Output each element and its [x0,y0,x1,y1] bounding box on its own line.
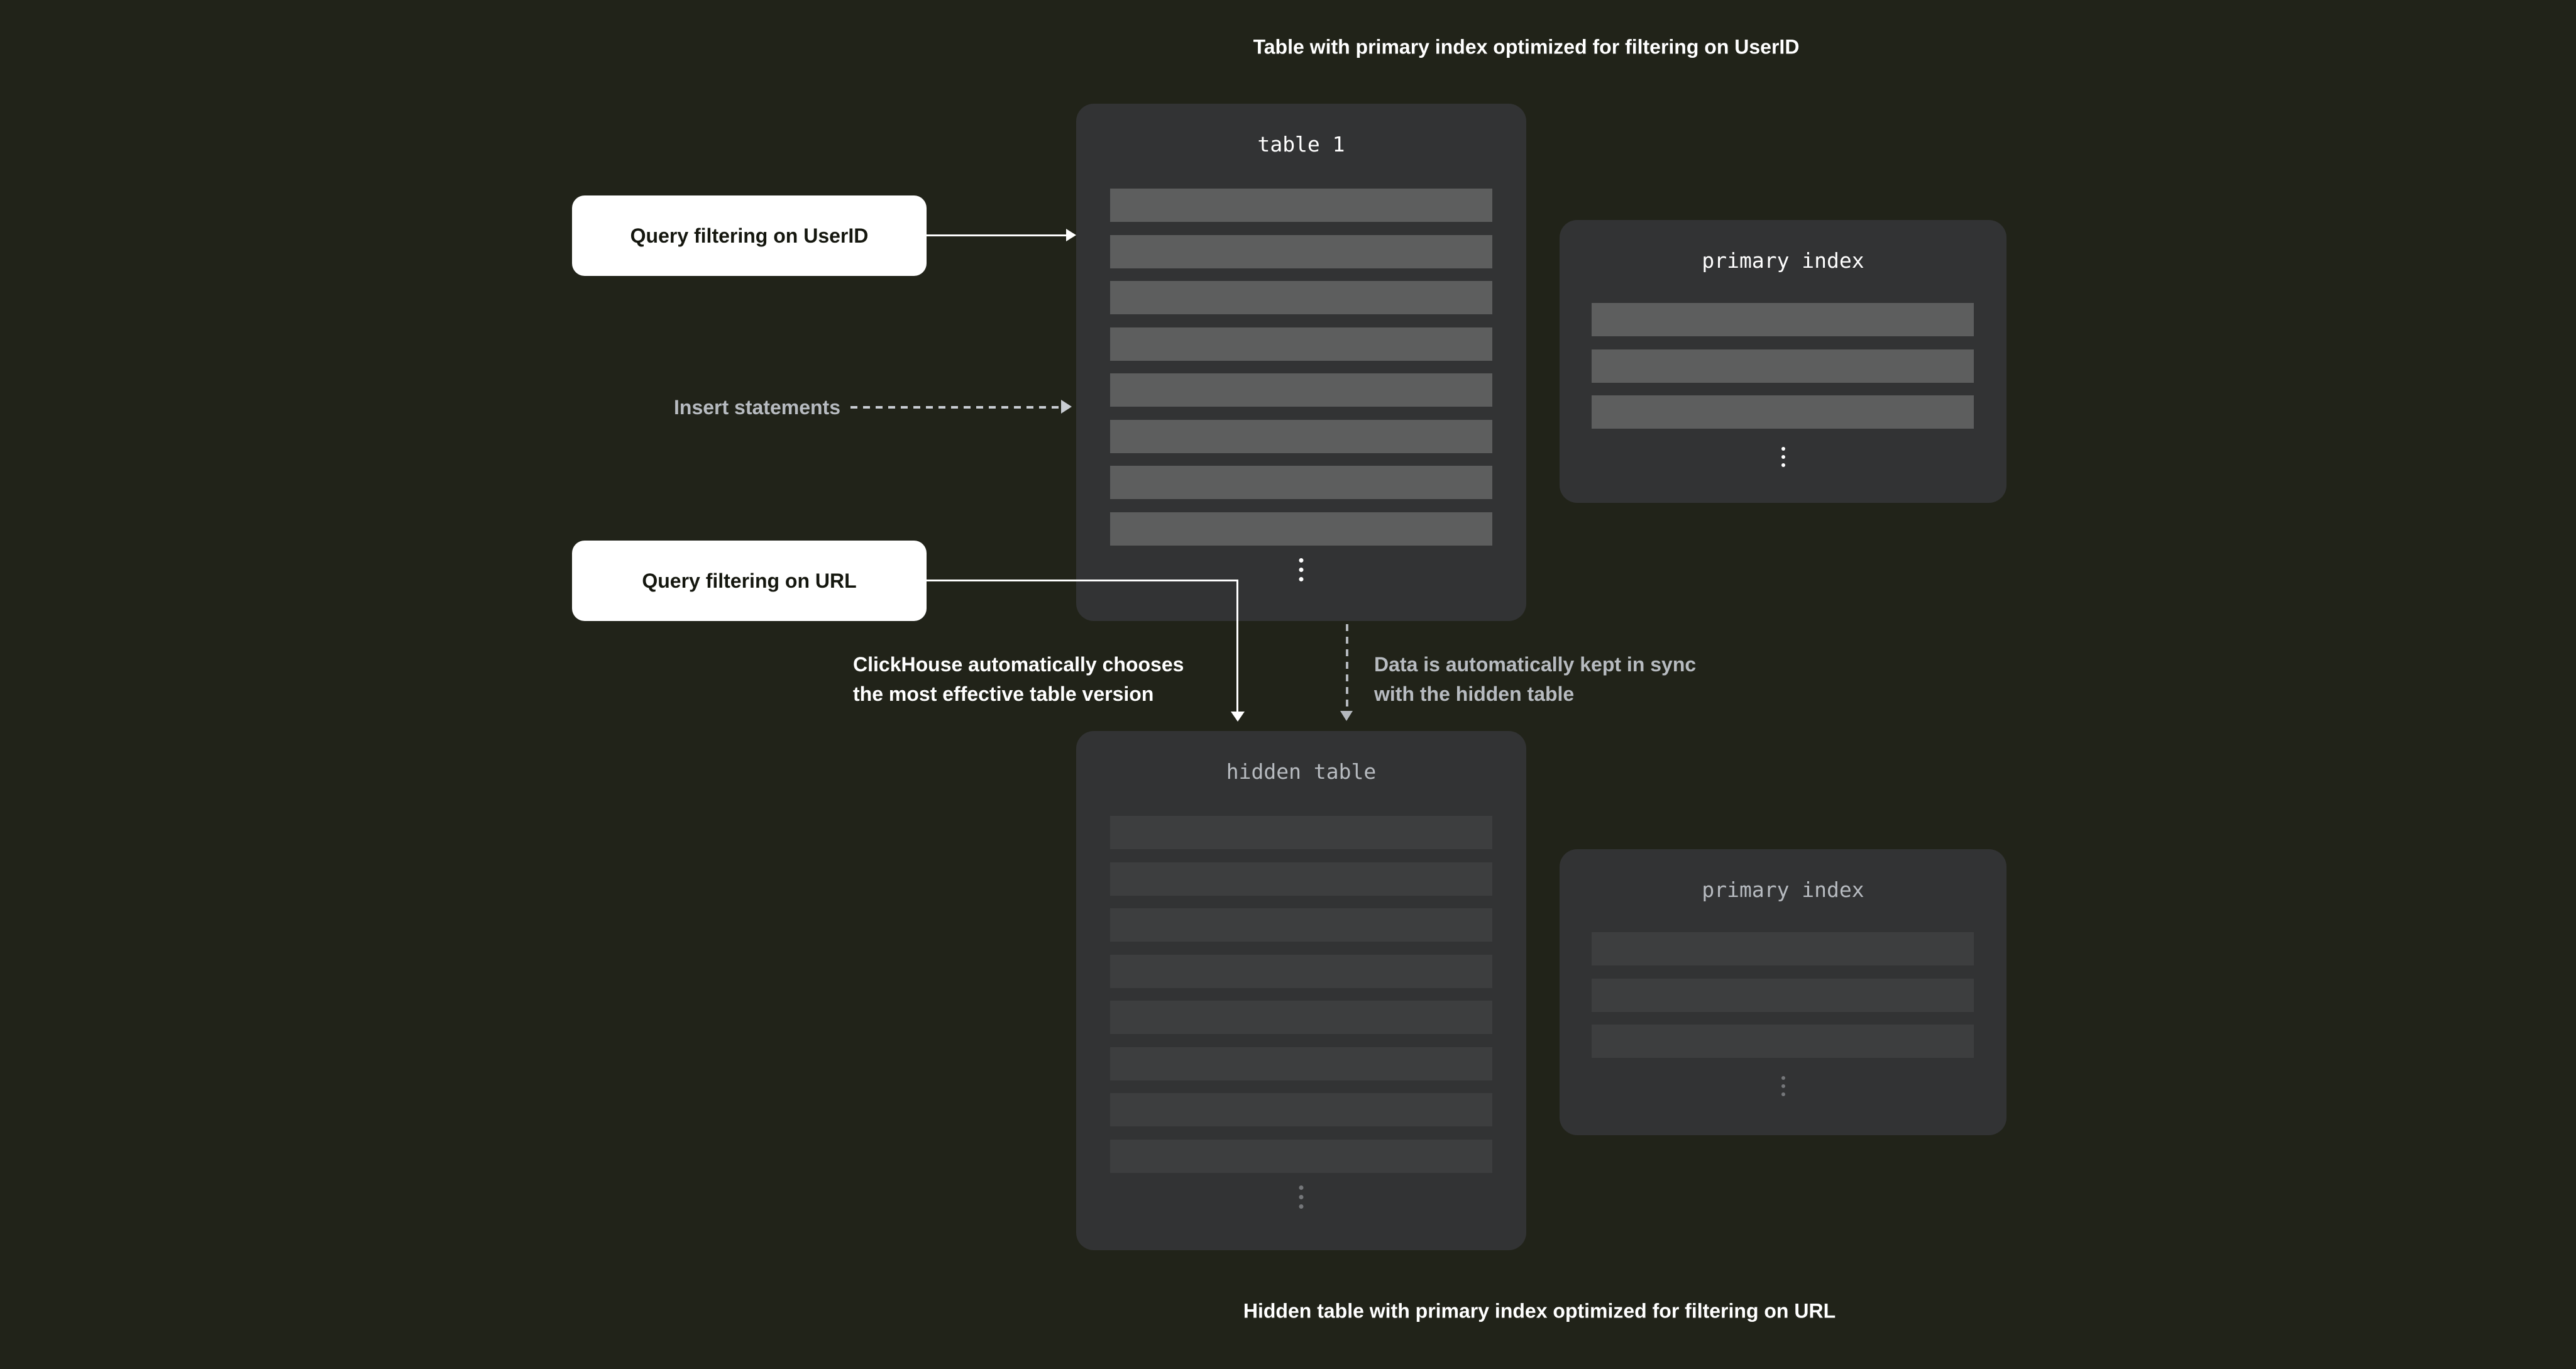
ellipsis-dot [1299,577,1304,581]
ellipsis-dot [1299,1185,1304,1190]
hidden-table-title: hidden table [1226,759,1377,784]
table1-title: table 1 [1257,132,1345,157]
chooses-label-line1: ClickHouse automatically chooses [853,653,1184,676]
sync-arrow-line [1346,624,1348,712]
query-url-arrow-vline [1236,580,1238,713]
ellipsis-dot [1781,463,1785,467]
ellipsis-icon [1299,558,1304,581]
primary-index-bottom-rows [1592,932,1974,1058]
table-row [1110,908,1492,942]
ellipsis-dot [1781,1084,1785,1088]
query-url-callout: Query filtering on URL [572,541,927,621]
primary-index-bottom-box: primary index [1560,849,2006,1135]
insert-statements-label: Insert statements [674,396,840,419]
query-url-label: Query filtering on URL [642,569,857,592]
hidden-table-box: hidden table [1076,731,1526,1250]
table-row [1592,303,1974,336]
table-row [1110,1139,1492,1173]
insert-statements-arrow-line [850,406,1063,409]
table-row [1110,1001,1492,1034]
table-row [1110,512,1492,546]
table-row [1592,395,1974,429]
caption-bottom: Hidden table with primary index optimize… [1243,1299,1836,1322]
table-row [1110,281,1492,314]
ellipsis-dot [1781,1092,1785,1096]
ellipsis-dot [1299,1204,1304,1209]
table-row [1110,419,1492,453]
table-row [1110,862,1492,896]
table1-rows [1110,189,1492,546]
table-row [1110,373,1492,407]
table-row [1592,1025,1974,1058]
table-row [1110,327,1492,361]
query-userid-arrowhead-icon [1066,229,1076,241]
ellipsis-dot [1299,568,1304,572]
table1-box: table 1 [1076,104,1526,621]
insert-statements-arrowhead-icon [1061,400,1072,414]
table-row [1592,932,1974,965]
chooses-label-line2: the most effective table version [853,683,1154,705]
table-row [1110,1093,1492,1126]
ellipsis-dot [1299,1195,1304,1199]
primary-index-top-title: primary index [1702,248,1864,273]
primary-index-top-box: primary index [1560,220,2006,503]
sync-arrowhead-icon [1340,711,1353,721]
table-row [1592,349,1974,383]
table-row [1110,189,1492,222]
query-url-arrowhead-icon [1231,712,1245,722]
chooses-label: ClickHouse automatically chooses the mos… [853,650,1184,709]
primary-index-bottom-title: primary index [1702,877,1864,902]
query-userid-arrow-line [927,234,1068,236]
ellipsis-icon [1781,1076,1785,1096]
ellipsis-dot [1781,455,1785,459]
table-row [1110,816,1492,849]
table-row [1110,1047,1492,1080]
query-userid-label: Query filtering on UserID [630,224,869,247]
table-row [1110,234,1492,268]
ellipsis-icon [1781,447,1785,467]
sync-label-line2: with the hidden table [1374,683,1575,705]
table-row [1110,954,1492,988]
caption-top: Table with primary index optimized for f… [1253,35,1800,58]
sync-label-line1: Data is automatically kept in sync [1374,653,1697,676]
sync-label: Data is automatically kept in sync with … [1374,650,1696,709]
query-userid-callout: Query filtering on UserID [572,195,927,276]
hidden-table-rows [1110,816,1492,1173]
ellipsis-dot [1781,1076,1785,1080]
ellipsis-icon [1299,1185,1304,1209]
query-url-arrow-hline [927,580,1238,581]
primary-index-top-rows [1592,303,1974,429]
table-row [1110,466,1492,499]
ellipsis-dot [1299,558,1304,563]
table-row [1592,978,1974,1012]
ellipsis-dot [1781,447,1785,451]
